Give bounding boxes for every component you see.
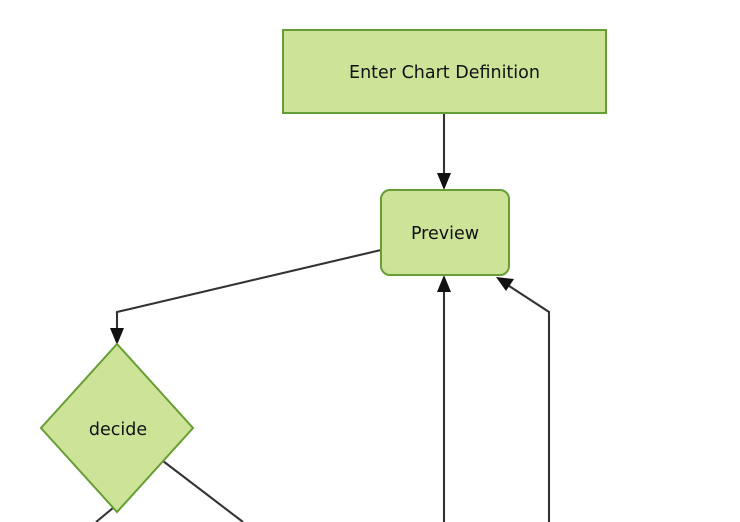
edge-line — [95, 507, 114, 522]
node-preview[interactable]: Preview — [380, 189, 510, 276]
node-enter-chart-definition[interactable]: Enter Chart Definition — [282, 29, 607, 114]
node-shape-rectangle — [282, 29, 607, 114]
arrowhead-icon — [496, 277, 514, 291]
node-label-enter-chart-definition: Enter Chart Definition — [349, 63, 540, 83]
node-label-preview: Preview — [411, 224, 479, 244]
edge-preview-to-decide[interactable] — [110, 248, 382, 345]
edge-line — [115, 248, 382, 333]
edge-layer — [95, 113, 551, 522]
edge-line — [505, 283, 551, 522]
edge-line — [162, 460, 244, 522]
arrowhead-icon — [110, 328, 124, 345]
edge-decide-out-left[interactable] — [95, 507, 114, 522]
edge-bottom-center-to-preview[interactable] — [437, 275, 451, 522]
node-label-decide: decide — [89, 420, 147, 440]
node-shape-diamond — [39, 342, 195, 514]
arrowhead-icon — [437, 275, 451, 292]
arrowhead-icon — [437, 173, 451, 190]
node-decide[interactable]: decide — [39, 342, 195, 514]
node-shape-rounded-rectangle — [380, 189, 510, 276]
edge-decide-out-right[interactable] — [162, 460, 244, 522]
edge-bottom-right-to-preview[interactable] — [496, 277, 551, 522]
edge-enter-to-preview[interactable] — [437, 113, 451, 190]
node-layer: Enter Chart Definition Preview decide — [39, 29, 607, 514]
